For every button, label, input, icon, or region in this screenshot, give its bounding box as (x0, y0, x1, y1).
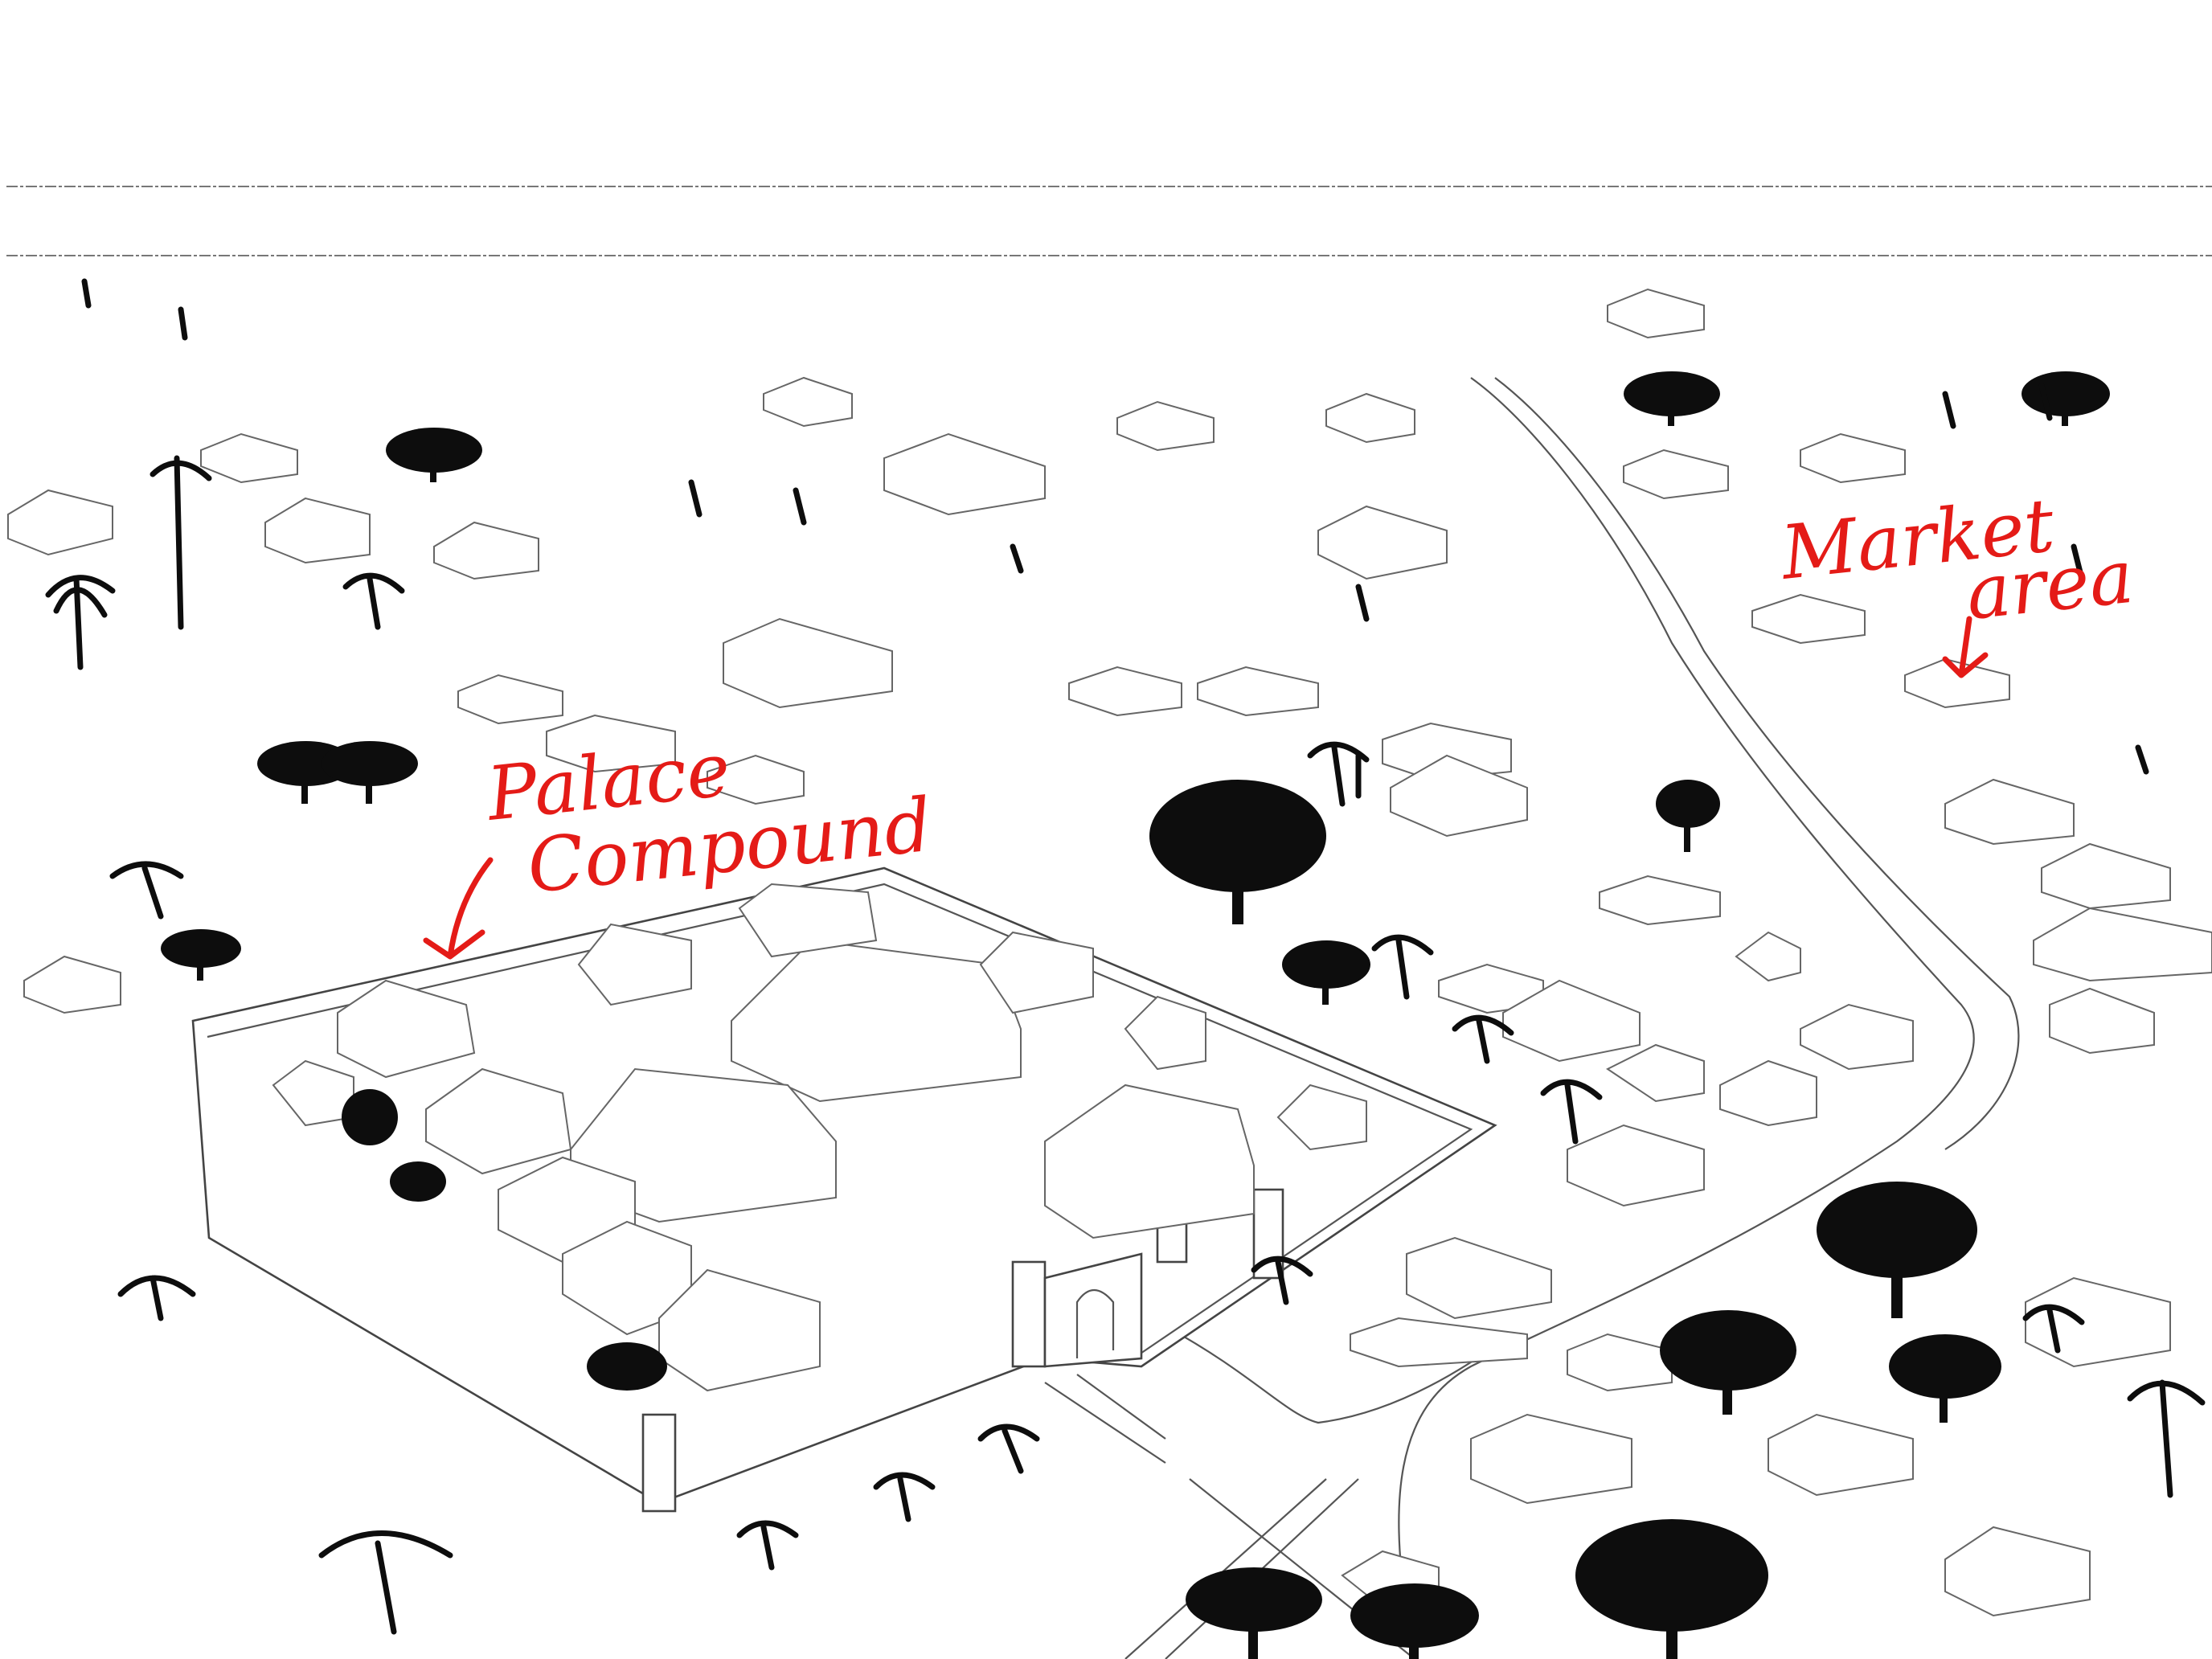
arrow-down-icon (1942, 616, 1989, 678)
horizon-lines (6, 186, 2212, 256)
arrow-down-icon (423, 857, 494, 960)
trees (45, 278, 2206, 1659)
palace-compound (191, 866, 1497, 1513)
market-annotation: Market area (1776, 482, 2137, 678)
palace-annotation: Palace Compound (423, 727, 936, 960)
market-label-line2: area (1962, 534, 2137, 637)
houses (7, 288, 2212, 1617)
roads (1044, 377, 2020, 1659)
